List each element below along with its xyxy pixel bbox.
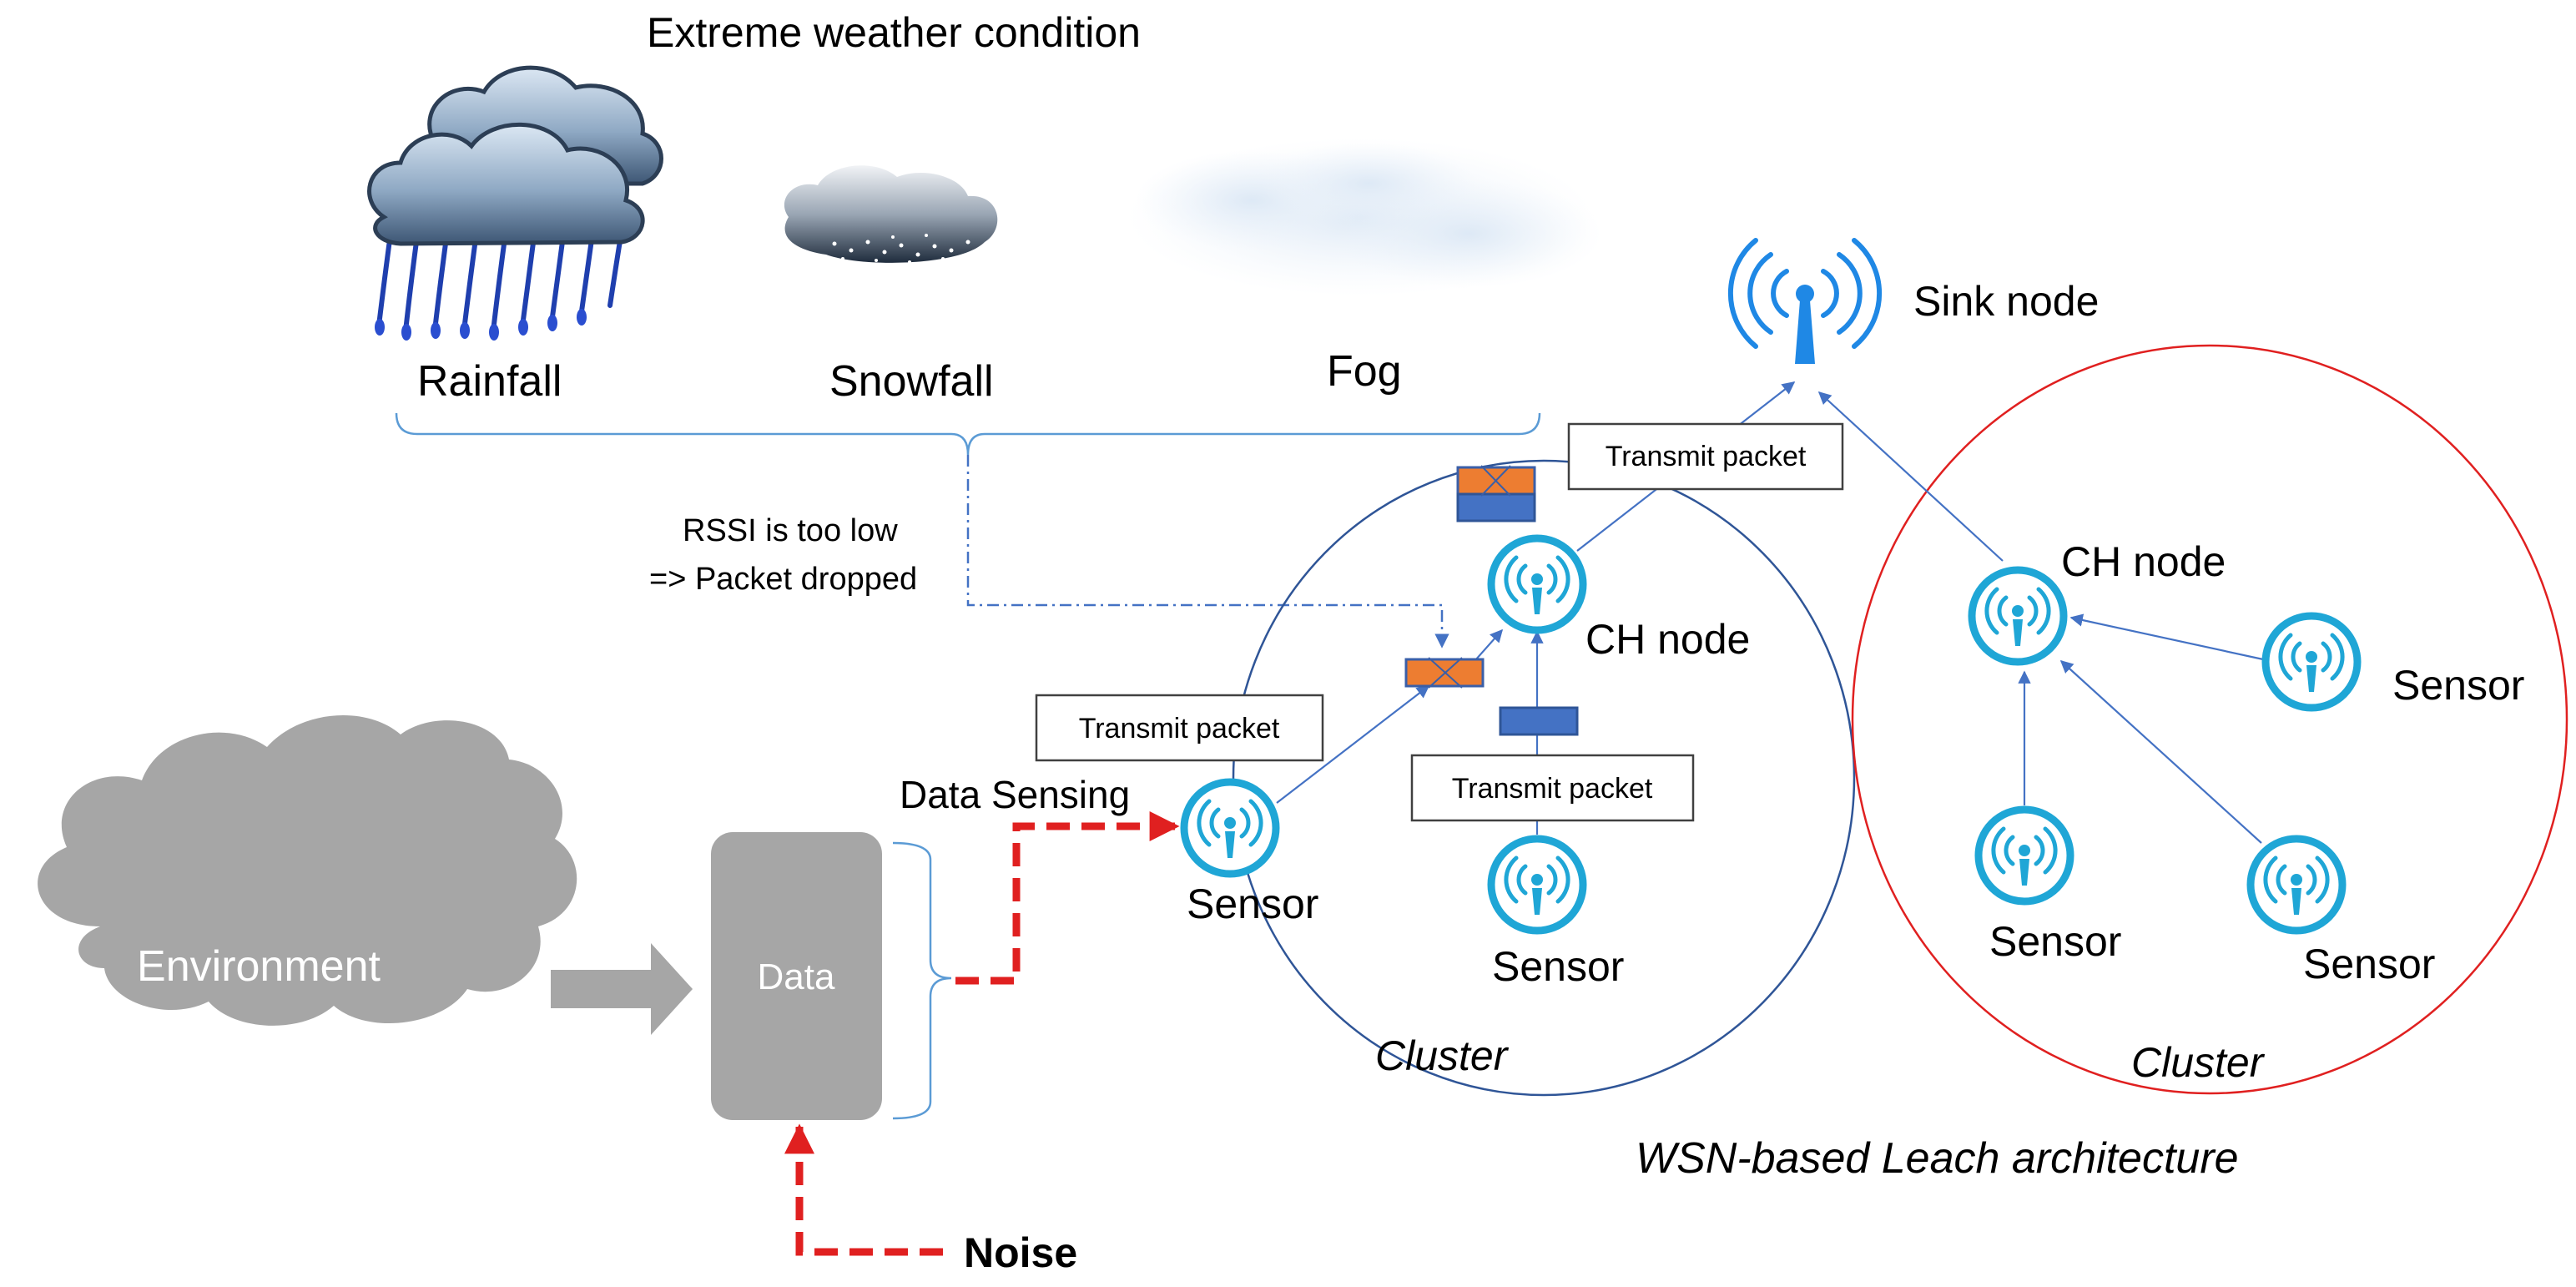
data-label: Data xyxy=(758,956,835,997)
ch-node-left-icon xyxy=(1491,538,1583,630)
cluster-left-boundary xyxy=(1232,459,1856,1097)
sensor-c-icon xyxy=(2266,616,2357,708)
environment-label: Environment xyxy=(137,942,381,991)
transmit-label-sensor-a: Transmit packet xyxy=(1079,713,1280,744)
link-sensor-a-to-packet xyxy=(1276,685,1430,804)
transmit-label-sensor-b: Transmit packet xyxy=(1452,773,1653,805)
sensor-c-label: Sensor xyxy=(2392,662,2524,709)
weather-label-snowfall: Snowfall xyxy=(829,357,994,406)
transmit-box-sensor-a xyxy=(1035,694,1324,762)
rssi-note-line1: RSSI is too low xyxy=(683,513,898,548)
sensor-d-icon xyxy=(1979,810,2070,901)
sensor-e-label: Sensor xyxy=(2303,941,2435,987)
noise-label: Noise xyxy=(964,1229,1077,1276)
dropped-packet-top xyxy=(1456,465,1536,522)
link-sensor-c-to-ch-right xyxy=(2069,613,2264,661)
data-box xyxy=(711,832,882,1120)
weather-label-fog: Fog xyxy=(1327,347,1402,396)
transmit-box-ch-to-sink xyxy=(1567,422,1844,491)
weather-brace xyxy=(395,412,1541,456)
ch-node-right-label: CH node xyxy=(2061,538,2226,585)
transmit-label-ch-to-sink: Transmit packet xyxy=(1606,441,1807,472)
rssi-connector xyxy=(966,455,1449,649)
cluster-right-boundary xyxy=(1851,344,2568,1095)
sink-node-label: Sink node xyxy=(1913,278,2099,325)
link-sensor-e-to-ch-right xyxy=(2059,659,2262,844)
sensor-b-icon xyxy=(1491,839,1583,931)
environment-cloud xyxy=(38,715,577,1026)
sensor-e-icon xyxy=(2251,839,2342,931)
ch-node-right-icon xyxy=(1972,570,2064,662)
sink-node-icon xyxy=(1727,238,1883,364)
sensor-d-label: Sensor xyxy=(1989,918,2121,965)
rain-cloud-icon xyxy=(367,65,663,341)
rssi-note-line2: => Packet dropped xyxy=(649,562,917,597)
link-ch-right-to-sink xyxy=(1817,391,2004,562)
environment-to-data-arrow xyxy=(551,943,693,1035)
ch-node-left-label: CH node xyxy=(1585,616,1750,663)
fog-cloud-icon xyxy=(1127,138,1602,296)
architecture-caption: WSN-based Leach architecture xyxy=(1636,1134,2239,1183)
data-bracket xyxy=(892,841,952,1120)
cluster-left-label: Cluster xyxy=(1375,1032,1510,1079)
cluster-right-label: Cluster xyxy=(2131,1039,2266,1086)
sensor-b-label: Sensor xyxy=(1492,943,1624,990)
packet-sensor-b xyxy=(1499,706,1579,736)
dropped-packet-mid xyxy=(1404,657,1485,689)
weather-title: Extreme weather condition xyxy=(647,9,1141,56)
sensor-a-label: Sensor xyxy=(1187,881,1318,927)
sensor-a-icon xyxy=(1184,782,1276,874)
data-sensing-label: Data Sensing xyxy=(900,773,1130,816)
snow-cloud-icon xyxy=(784,165,998,264)
noise-arrow xyxy=(784,1123,943,1256)
weather-label-rainfall: Rainfall xyxy=(417,357,562,406)
data-sensing-arrow xyxy=(955,811,1180,985)
transmit-box-sensor-b xyxy=(1410,754,1695,822)
